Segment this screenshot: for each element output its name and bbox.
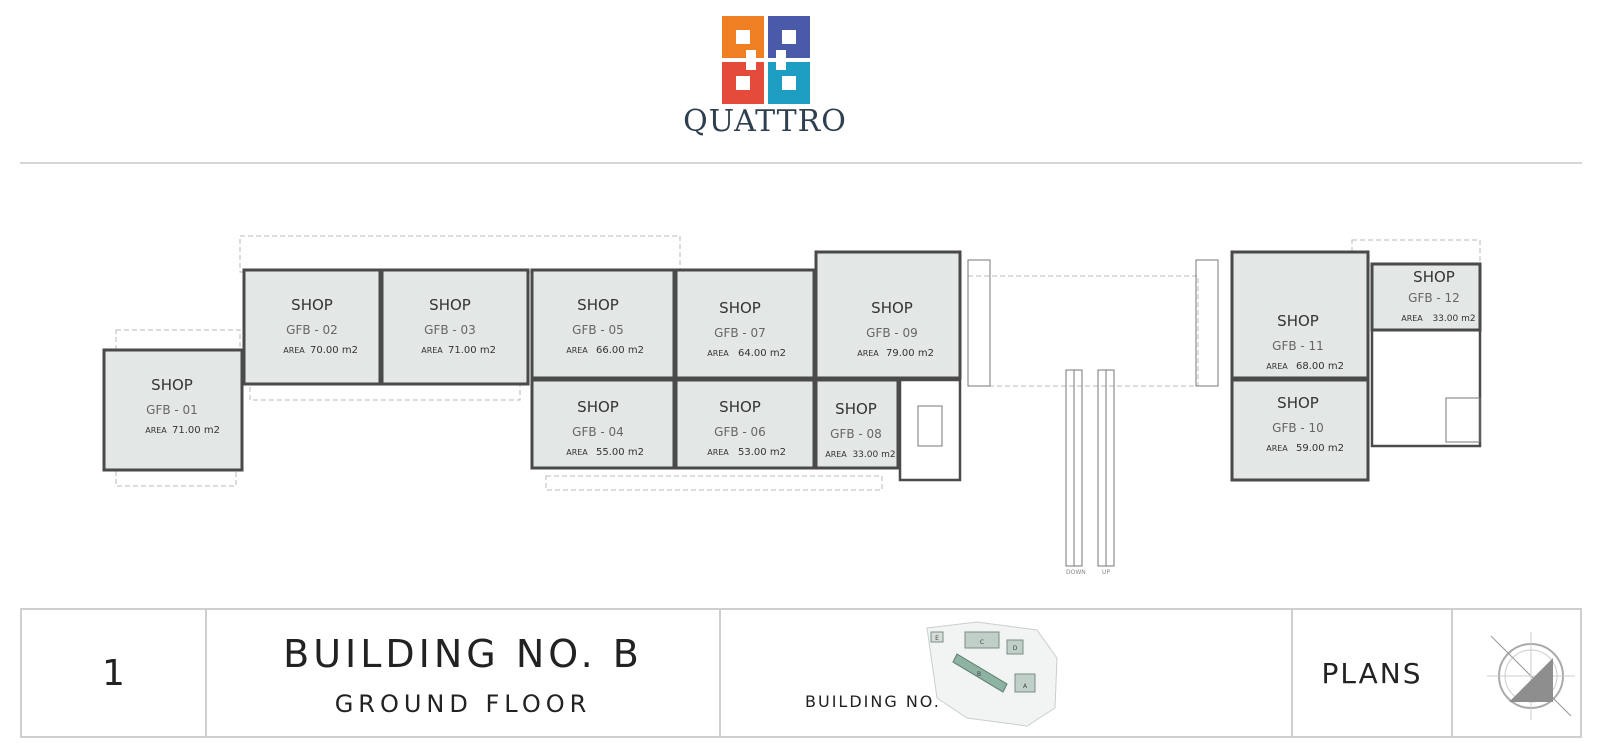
svg-text:GFB - 04: GFB - 04 <box>572 425 624 439</box>
svg-text:AREA: AREA <box>825 450 847 459</box>
svg-text:GFB - 09: GFB - 09 <box>866 326 918 340</box>
shop-area-gfb-05 <box>530 268 676 380</box>
shop-gfb-10: SHOP GFB - 10 AREA 59.00 m2 <box>1266 394 1344 454</box>
svg-text:SHOP: SHOP <box>835 400 877 418</box>
svg-text:AREA: AREA <box>707 448 729 457</box>
shop-area-gfb-12 <box>1370 262 1482 332</box>
shop-gfb-02: SHOP GFB - 02 AREA 70.00 m2 <box>283 296 358 356</box>
svg-text:GFB - 07: GFB - 07 <box>714 326 766 340</box>
key-plan-cell: BUILDING NO. B A B C D E <box>721 610 1293 736</box>
svg-text:SHOP: SHOP <box>719 299 761 317</box>
svg-text:SHOP: SHOP <box>1413 268 1455 286</box>
svg-text:AREA: AREA <box>1401 314 1423 323</box>
svg-text:AREA: AREA <box>145 426 167 435</box>
shop-area-gfb-10 <box>1230 378 1370 482</box>
svg-text:GFB - 02: GFB - 02 <box>286 323 338 337</box>
svg-text:70.00 m2: 70.00 m2 <box>310 345 358 356</box>
svg-text:GFB - 08: GFB - 08 <box>830 427 882 441</box>
shop-gfb-03: SHOP GFB - 03 AREA 71.00 m2 <box>421 296 496 356</box>
svg-text:SHOP: SHOP <box>151 376 193 394</box>
sheet-number: 1 <box>22 610 207 736</box>
svg-text:GFB - 01: GFB - 01 <box>146 403 198 417</box>
key-building-e: E <box>935 635 939 642</box>
key-plan-label: BUILDING NO. B <box>805 692 961 711</box>
quattro-logo-icon <box>722 16 810 104</box>
shop-gfb-01: SHOP GFB - 01 AREA 71.00 m2 <box>145 376 220 436</box>
shop-gfb-07: SHOP GFB - 07 AREA 64.00 m2 <box>707 299 786 359</box>
floor-plan: DOWN UP SHOP GFB - 01 AREA 71.00 m2 SHOP… <box>102 235 1482 576</box>
svg-text:AREA: AREA <box>566 346 588 355</box>
shop-area-gfb-02 <box>242 268 382 386</box>
svg-text:GFB - 12: GFB - 12 <box>1408 291 1460 305</box>
sheet-title: BUILDING NO. B <box>283 632 643 676</box>
circulation <box>898 259 1482 567</box>
shop-area-gfb-07 <box>674 268 816 380</box>
svg-text:AREA: AREA <box>283 346 305 355</box>
key-building-d: D <box>1013 645 1018 652</box>
shop-gfb-06: SHOP GFB - 06 AREA 53.00 m2 <box>707 398 786 458</box>
shop-gfb-04: SHOP GFB - 04 AREA 55.00 m2 <box>566 398 644 458</box>
shop-gfb-05: SHOP GFB - 05 AREA 66.00 m2 <box>566 296 644 356</box>
key-building-c: C <box>980 639 984 646</box>
shop-area-gfb-08 <box>814 378 900 470</box>
svg-text:68.00 m2: 68.00 m2 <box>1296 361 1344 372</box>
shop-gfb-11: SHOP GFB - 11 AREA 68.00 m2 <box>1266 312 1344 372</box>
key-building-b: B <box>977 671 981 678</box>
svg-text:AREA: AREA <box>1266 444 1288 453</box>
shop-gfb-12: SHOP GFB - 12 AREA 33.00 m2 <box>1401 268 1475 324</box>
svg-text:SHOP: SHOP <box>577 398 619 416</box>
title-block: 1 BUILDING NO. B GROUND FLOOR BUILDING N… <box>20 608 1582 738</box>
shop-gfb-09: SHOP GFB - 09 AREA 79.00 m2 <box>857 299 934 359</box>
sheet-subtitle: GROUND FLOOR <box>334 690 592 718</box>
shop-gfb-08: SHOP GFB - 08 AREA 33.00 m2 <box>825 400 895 460</box>
north-cell <box>1453 610 1580 736</box>
svg-text:55.00 m2: 55.00 m2 <box>596 447 644 458</box>
svg-text:59.00 m2: 59.00 m2 <box>1296 443 1344 454</box>
svg-text:66.00 m2: 66.00 m2 <box>596 345 644 356</box>
shop-area-gfb-04 <box>530 378 676 470</box>
svg-text:SHOP: SHOP <box>429 296 471 314</box>
svg-text:GFB - 11: GFB - 11 <box>1272 339 1324 353</box>
svg-text:GFB - 05: GFB - 05 <box>572 323 624 337</box>
svg-text:33.00 m2: 33.00 m2 <box>1432 314 1475 324</box>
shop-labels: SHOP GFB - 01 AREA 71.00 m2 SHOP GFB - 0… <box>145 268 1475 460</box>
svg-text:GFB - 03: GFB - 03 <box>424 323 476 337</box>
key-plan-map-icon: A B C D E <box>926 621 1058 727</box>
shop-area-gfb-11 <box>1230 250 1370 380</box>
shop-area-gfb-01 <box>102 348 244 472</box>
header-divider <box>20 162 1582 164</box>
key-building-a: A <box>1023 683 1028 690</box>
svg-text:SHOP: SHOP <box>1277 312 1319 330</box>
svg-text:71.00 m2: 71.00 m2 <box>448 345 496 356</box>
svg-text:SHOP: SHOP <box>1277 394 1319 412</box>
shop-area-gfb-03 <box>380 268 530 386</box>
svg-text:GFB - 10: GFB - 10 <box>1272 421 1324 435</box>
svg-text:SHOP: SHOP <box>719 398 761 416</box>
svg-text:AREA: AREA <box>421 346 443 355</box>
svg-text:SHOP: SHOP <box>291 296 333 314</box>
shop-area-gfb-09 <box>814 250 962 380</box>
shop-area-gfb-06 <box>674 378 816 470</box>
shop-blocks <box>102 250 1482 482</box>
brand-name: QUATTRO <box>683 104 847 139</box>
svg-text:53.00 m2: 53.00 m2 <box>738 447 786 458</box>
svg-text:AREA: AREA <box>707 349 729 358</box>
svg-text:79.00 m2: 79.00 m2 <box>886 348 934 359</box>
svg-text:AREA: AREA <box>566 448 588 457</box>
svg-text:GFB - 06: GFB - 06 <box>714 425 766 439</box>
svg-text:33.00 m2: 33.00 m2 <box>852 450 895 460</box>
svg-text:71.00 m2: 71.00 m2 <box>172 425 220 436</box>
svg-text:SHOP: SHOP <box>577 296 619 314</box>
svg-text:SHOP: SHOP <box>871 299 913 317</box>
escalator-up-label: UP <box>1102 569 1110 576</box>
svg-text:AREA: AREA <box>1266 362 1288 371</box>
svg-text:64.00 m2: 64.00 m2 <box>738 348 786 359</box>
header: QUATTRO <box>0 0 1600 162</box>
escalator-down-label: DOWN <box>1066 569 1086 576</box>
title-cell: BUILDING NO. B GROUND FLOOR <box>207 610 721 736</box>
svg-text:AREA: AREA <box>857 349 879 358</box>
north-arrow-icon <box>1487 632 1575 720</box>
sheet-type: PLANS <box>1293 610 1453 736</box>
